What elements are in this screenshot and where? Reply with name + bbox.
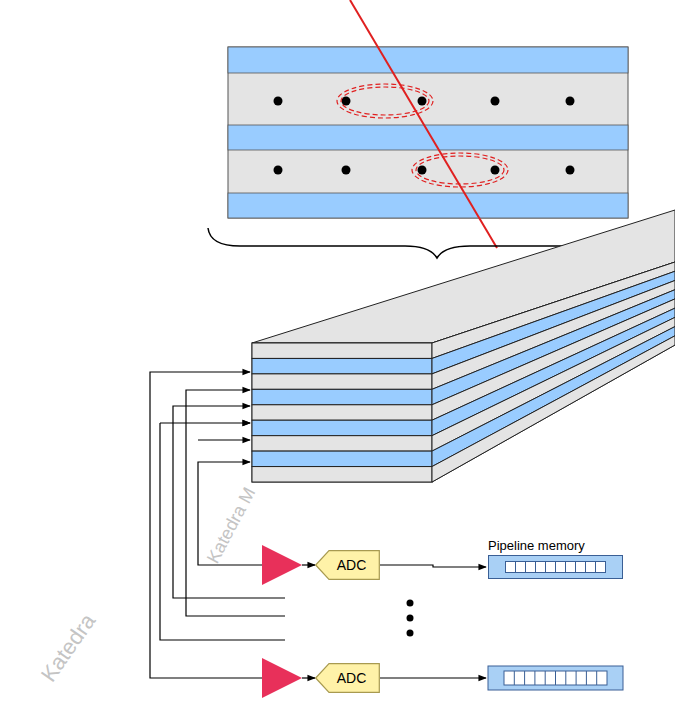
watermark: Katedra — [36, 609, 101, 687]
readout-wires — [150, 372, 285, 678]
watermark: Katedra M — [203, 484, 261, 567]
continuation-dots — [407, 600, 414, 637]
pipeline-memory: Pipeline memory — [488, 538, 623, 579]
adc-block: ADC — [315, 663, 380, 693]
layer-stack — [252, 210, 675, 482]
amplifier-symbol — [262, 658, 302, 698]
memory-box — [488, 555, 623, 579]
block-label: ADC — [329, 557, 367, 573]
memory-heading: Pipeline memory — [488, 538, 623, 553]
signal-arrow — [380, 565, 486, 567]
adc-block: ADC — [315, 550, 380, 580]
cross-section — [228, 0, 628, 248]
pipeline-memory — [488, 666, 623, 690]
amplifier-symbol — [262, 545, 302, 585]
block-label: ADC — [329, 670, 367, 686]
